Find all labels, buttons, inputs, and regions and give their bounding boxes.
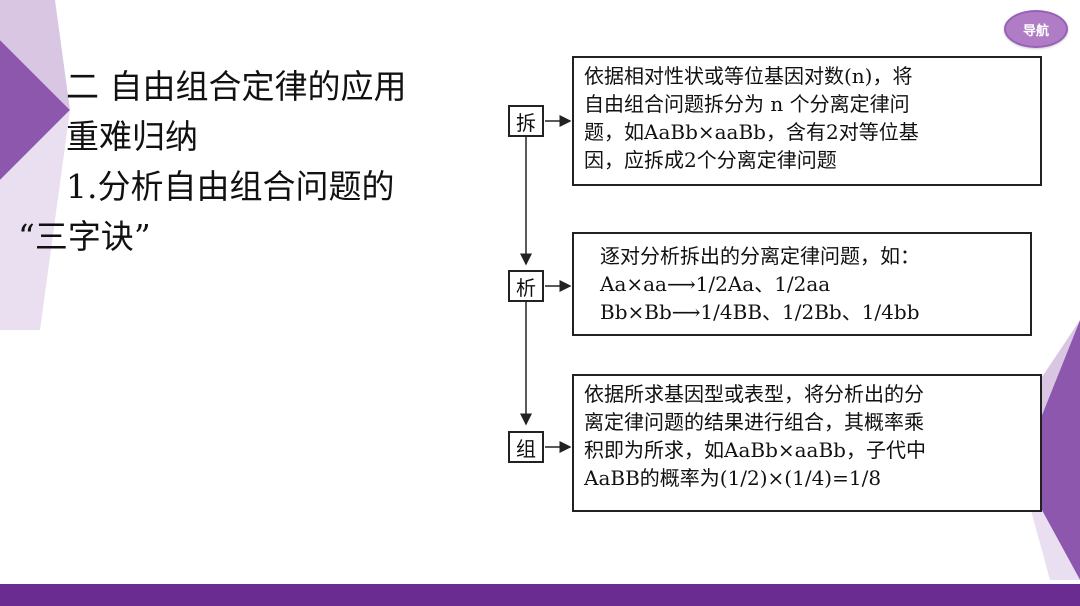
point-title-cont: “三字诀” — [18, 217, 151, 256]
box-combine-line: 依据所求基因型或表型，将分析出的分 — [584, 382, 924, 406]
box-split: 依据相对性状或等位基因对数(n)，将 自由组合问题拆分为 n 个分离定律问 题，… — [572, 56, 1042, 186]
label-analyze: 析 — [508, 270, 544, 302]
nav-button[interactable]: 导航 — [1004, 10, 1068, 48]
box-combine-line: AaBB的概率为(1/2)×(1/4)=1/8 — [584, 466, 882, 490]
box-split-line: 依据相对性状或等位基因对数(n)，将 — [584, 64, 913, 88]
section-title: 二 自由组合定律的应用 — [66, 67, 407, 106]
point-title: 1.分析自由组合问题的 — [66, 167, 395, 206]
box-analyze: 逐对分析拆出的分离定律问题，如： Aa×aa⟶1/2Aa、1/2aa Bb×Bb… — [572, 232, 1032, 336]
box-analyze-line: 逐对分析拆出的分离定律问题，如： — [600, 244, 920, 268]
decor-top-left — [0, 0, 70, 330]
section-subtitle: 重难归纳 — [66, 117, 198, 156]
box-split-line: 因，应拆成2个分离定律问题 — [584, 148, 837, 172]
heading-block: 二 自由组合定律的应用 重难归纳 1.分析自由组合问题的 “三字诀” — [18, 62, 486, 262]
box-split-line: 自由组合问题拆分为 n 个分离定律问 — [584, 92, 910, 116]
box-combine: 依据所求基因型或表型，将分析出的分 离定律问题的结果进行组合，其概率乘 积即为所… — [572, 374, 1042, 512]
box-analyze-line: Aa×aa⟶1/2Aa、1/2aa — [600, 272, 831, 296]
box-combine-line: 积即为所求，如AaBb×aaBb，子代中 — [584, 438, 926, 462]
label-split: 拆 — [508, 105, 544, 137]
box-combine-line: 离定律问题的结果进行组合，其概率乘 — [584, 410, 924, 434]
bottom-bar — [0, 584, 1080, 606]
box-split-line: 题，如AaBb×aaBb，含有2对等位基 — [584, 120, 919, 144]
label-combine: 组 — [508, 431, 544, 463]
box-analyze-line: Bb×Bb⟶1/4BB、1/2Bb、1/4bb — [600, 300, 920, 324]
